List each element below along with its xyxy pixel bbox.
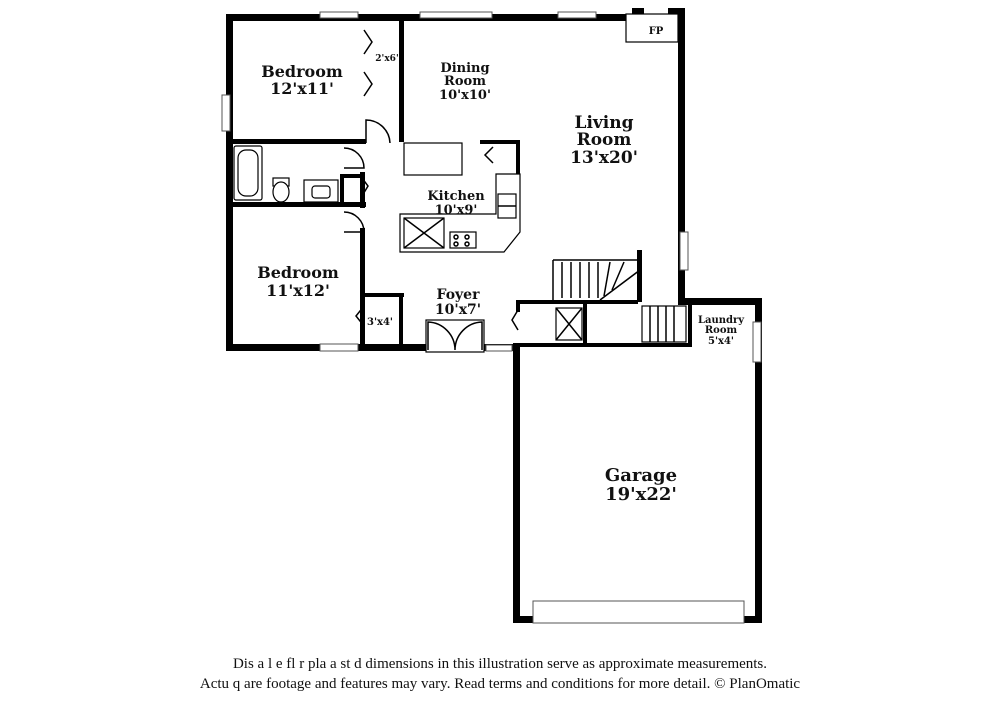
garage-name: Garage	[605, 465, 677, 486]
kitchen-dims: 10'x9'	[435, 203, 478, 218]
bedroom-2-name: Bedroom	[257, 263, 339, 282]
interior-walls	[226, 14, 692, 350]
laundry-room-name-line2: Room	[705, 325, 738, 336]
closet-1-dims: 2'x6'	[375, 54, 398, 64]
bathroom-fixtures	[233, 145, 339, 203]
doors	[343, 29, 519, 353]
living-room-dims: 13'x20'	[570, 148, 638, 168]
dining-room-dims: 10'x10'	[439, 88, 491, 103]
bedroom-2-dims: 11'x12'	[266, 281, 330, 300]
kitchen-fixtures	[399, 142, 521, 253]
kitchen-name: Kitchen	[427, 189, 485, 204]
foyer-dims: 10'x7'	[435, 302, 481, 318]
living-room-name-line1: Living	[575, 113, 634, 133]
living-room-name-line2: Room	[577, 130, 632, 150]
bedroom-1-dims: 12'x11'	[270, 79, 334, 98]
foyer-name: Foyer	[437, 287, 481, 303]
dining-room-name-line2: Room	[444, 74, 486, 89]
windows	[221, 11, 762, 624]
garage-dims: 19'x22'	[605, 484, 677, 505]
disclaimer-line-2: Actu q are footage and features may vary…	[199, 676, 801, 692]
closet-2-dims: 3'x4'	[367, 317, 393, 328]
laundry-room-dims: 5'x4'	[708, 336, 734, 347]
stairs	[552, 259, 687, 343]
fireplace-box	[625, 13, 679, 43]
disclaimer-line-1: Dis a l e fl r pla a st d dimensions in …	[232, 656, 768, 672]
dining-room-name-line1: Dining	[440, 61, 489, 76]
bedroom-1-name: Bedroom	[261, 62, 343, 81]
laundry-room-name-line1: Laundry	[698, 315, 745, 326]
fireplace-label: FP	[649, 26, 664, 37]
